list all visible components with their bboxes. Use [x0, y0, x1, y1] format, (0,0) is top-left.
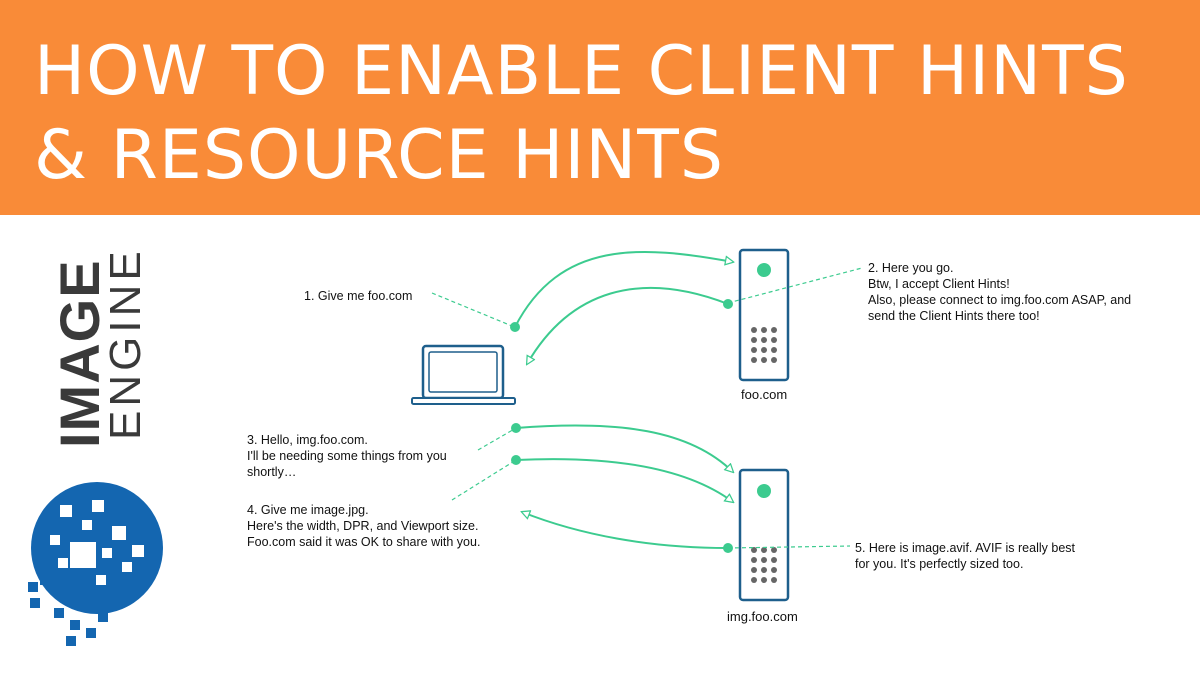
arrow-response-image — [522, 512, 729, 549]
dot-step5 — [723, 543, 733, 553]
step3-line: shortly… — [247, 465, 297, 479]
step2-line: 2. Here you go. — [868, 261, 954, 275]
leader-step3 — [477, 427, 517, 451]
arrow-request-image — [515, 458, 733, 502]
leader-step2 — [727, 267, 863, 304]
arrow-preconnect-img — [515, 424, 733, 472]
step2-line: Btw, I accept Client Hints! — [868, 277, 1010, 291]
step2-label: 2. Here you go. Btw, I accept Client Hin… — [868, 260, 1131, 324]
step3-line: I'll be needing some things from you — [247, 449, 447, 463]
server-img-foo-icon — [738, 468, 790, 602]
dot-step1 — [510, 322, 520, 332]
server-foo-icon — [738, 248, 790, 382]
step3-line: 3. Hello, img.foo.com. — [247, 433, 368, 447]
step1-label: 1. Give me foo.com — [304, 289, 413, 303]
step5-line: for you. It's perfectly sized too. — [855, 557, 1024, 571]
arrow-response-foo — [527, 286, 729, 364]
step4-line: Here's the width, DPR, and Viewport size… — [247, 519, 479, 533]
arrow-request-foo — [514, 251, 733, 328]
dot-step3 — [511, 423, 521, 433]
leader-step4 — [451, 459, 517, 501]
step4-label: 4. Give me image.jpg. Here's the width, … — [247, 502, 480, 550]
title-line-1: HOW TO ENABLE CLIENT HINTS — [34, 32, 1129, 111]
dot-step4 — [511, 455, 521, 465]
laptop-icon — [411, 344, 516, 405]
dot-step2 — [723, 299, 733, 309]
step5-line: 5. Here is image.avif. AVIF is really be… — [855, 541, 1075, 555]
leader-step5 — [727, 545, 851, 549]
server-img-foo-caption: img.foo.com — [727, 609, 798, 624]
step2-line: Also, please connect to img.foo.com ASAP… — [868, 293, 1132, 307]
step4-line: 4. Give me image.jpg. — [247, 503, 369, 517]
image-engine-logo-icon — [28, 482, 163, 646]
step5-label: 5. Here is image.avif. AVIF is really be… — [855, 540, 1075, 572]
step2-line: send the Client Hints there too! — [868, 309, 1040, 323]
leader-step1 — [431, 292, 513, 327]
step3-label: 3. Hello, img.foo.com. I'll be needing s… — [247, 432, 447, 480]
title-line-2: & RESOURCE HINTS — [34, 116, 724, 195]
server-foo-caption: foo.com — [741, 387, 788, 402]
step4-line: Foo.com said it was OK to share with you… — [247, 535, 481, 549]
title-banner: HOW TO ENABLE CLIENT HINTS & RESOURCE HI… — [0, 0, 1200, 215]
